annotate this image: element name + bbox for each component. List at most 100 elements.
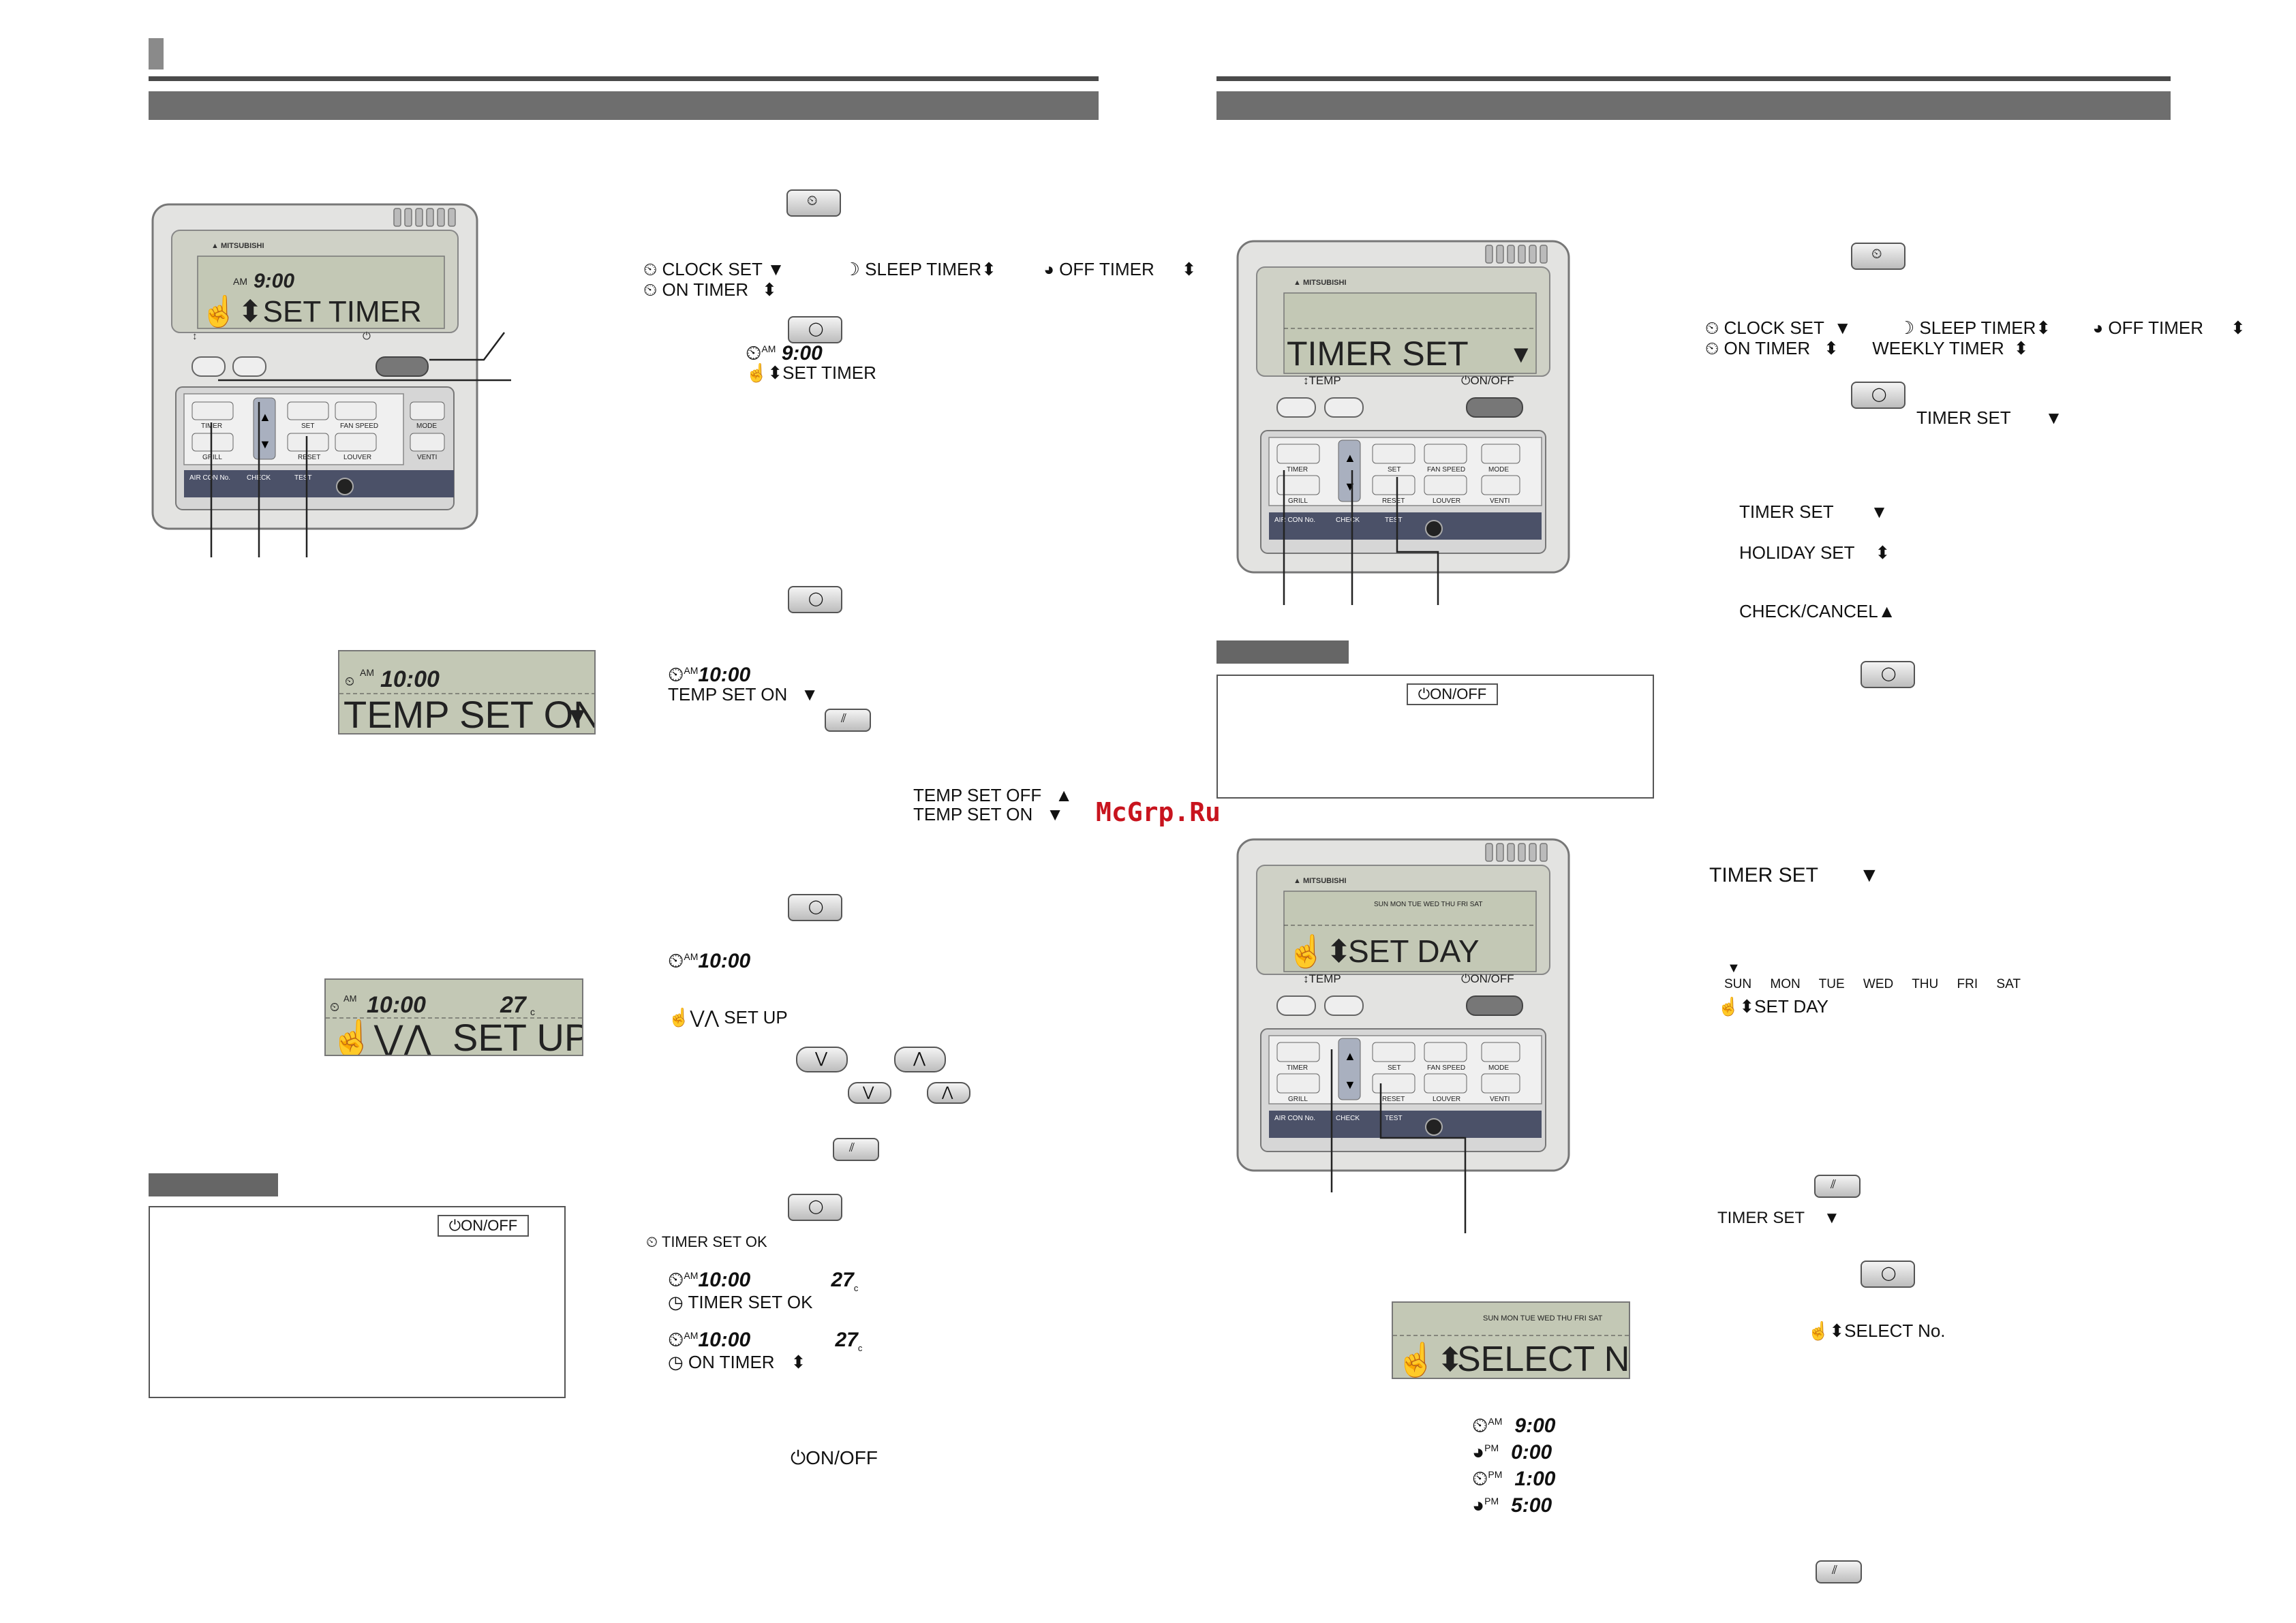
svg-text:LOUVER: LOUVER (343, 454, 371, 461)
svg-text:▲: ▲ (259, 410, 271, 424)
r-timer-set-3: TIMER SET▼ (1717, 1209, 1840, 1227)
r-list-check-cancel: CHECK/CANCEL▲ (1739, 601, 1896, 621)
reset-button-r6[interactable]: ⫽ (1816, 1560, 1862, 1583)
timer-button-step1[interactable]: ⏲ (786, 189, 841, 217)
set-timer-msg: ☝⬍SET TIMER (746, 362, 876, 383)
svg-text:LOUVER: LOUVER (1433, 497, 1460, 505)
temp-set-clock: ⏲AM10:00 (668, 664, 751, 686)
svg-text:MODE: MODE (416, 422, 437, 430)
r-list-holiday-set: HOLIDAY SET⬍ (1739, 542, 1891, 563)
set-button-r5[interactable]: ◯ (1861, 1261, 1915, 1288)
svg-text:⏻: ⏻ (363, 330, 371, 342)
svg-text:TIMER SET: TIMER SET (1287, 335, 1469, 373)
svg-text:TIMER: TIMER (1287, 466, 1308, 474)
svg-text:10:00: 10:00 (367, 992, 426, 1018)
reset-button-step5[interactable]: ⫽ (833, 1138, 879, 1161)
leader-lines-right-1 (1283, 470, 1439, 605)
result-b-msg: ◷ ON TIMER⬍ (668, 1352, 806, 1372)
lcd-select-no: SUN MON TUE WED THU FRI SAT ☝⬍ SELECT No… (1392, 1301, 1659, 1379)
temp-set-msg: TEMP SET ON▼ (668, 684, 819, 705)
svg-text:▼: ▼ (1344, 480, 1356, 493)
clock-line: ⏲AM10:00 (668, 950, 751, 972)
set-button-r2[interactable]: ◯ (1851, 382, 1905, 409)
svg-text:RESET: RESET (1382, 1096, 1405, 1103)
up-button-a[interactable]: ⋀ (894, 1047, 946, 1072)
remote-controller: ▲ MITSUBISHI AM 9:00 ☝⬍SET TIMER ↕ ⏻ ▲▼ … (151, 203, 478, 530)
svg-text:TEST: TEST (1385, 516, 1403, 524)
svg-text:CHECK: CHECK (1336, 1115, 1360, 1122)
set-up-line: ☝⋁⋀ SET UP (668, 1007, 788, 1027)
onoff-note-left: ⏻ON/OFF (438, 1215, 529, 1237)
svg-text:GRILL: GRILL (1288, 497, 1308, 505)
result-a-clock: ⏲AM10:00 27c (668, 1269, 859, 1293)
svg-text:c: c (530, 1006, 535, 1017)
svg-text:▼: ▼ (1509, 340, 1533, 368)
svg-text:MODE: MODE (1488, 1064, 1509, 1072)
header-rule-right (1216, 76, 2171, 81)
down-button-b[interactable]: ⋁ (848, 1082, 891, 1104)
svg-text:SET: SET (1388, 466, 1400, 474)
r-timer-set-2: TIMER SET▼ (1709, 864, 1880, 886)
set-button-step3[interactable]: ◯ (788, 586, 842, 613)
svg-text:AIR CON No.: AIR CON No. (1274, 1115, 1315, 1122)
svg-text:⏲: ⏲ (345, 675, 354, 688)
r-timer-set-1: TIMER SET▼ (1916, 407, 2063, 428)
svg-text:▼: ▼ (1344, 1078, 1356, 1092)
svg-text:10:00: 10:00 (380, 666, 440, 692)
svg-text:VENTI: VENTI (417, 454, 437, 461)
svg-text:AM: AM (360, 667, 374, 678)
timer-button-r1[interactable]: ⏲ (1851, 243, 1905, 270)
svg-text:VENTI: VENTI (1490, 1096, 1510, 1103)
svg-text:⏻ON/OFF: ⏻ON/OFF (1461, 374, 1514, 387)
menu-line-2: ⏲ ON TIMER⬍ (643, 279, 777, 300)
timer-set-ok-small: ⏲ TIMER SET OK (646, 1233, 767, 1250)
svg-text:⏻ON/OFF: ⏻ON/OFF (1461, 972, 1514, 985)
svg-text:▼: ▼ (564, 702, 590, 731)
svg-text:AIR CON No.: AIR CON No. (189, 474, 230, 482)
section-marker (149, 38, 164, 69)
r-menu-line-2: ⏲ ON TIMER⬍ WEEKLY TIMER⬍ (1705, 338, 2029, 358)
svg-text:RESET: RESET (298, 454, 320, 461)
set-button-step6[interactable]: ◯ (788, 1194, 842, 1221)
set-button-step2[interactable]: ◯ (788, 316, 842, 343)
note-box-left (149, 1206, 566, 1398)
header-band-right (1216, 91, 2171, 120)
r-days-row: SUN MON TUE WED THU FRI SAT (1724, 977, 2021, 991)
down-button-a[interactable]: ⋁ (796, 1047, 848, 1072)
reset-button-r4[interactable]: ⫽ (1814, 1175, 1861, 1198)
svg-text:☝⬍: ☝⬍ (1396, 1340, 1464, 1378)
svg-text:27: 27 (500, 992, 527, 1018)
r-list-timer-set: TIMER SET▼ (1739, 501, 1888, 522)
note-label-right (1216, 640, 1349, 664)
svg-text:SET: SET (301, 422, 314, 430)
onoff-step: ⏻ON/OFF (791, 1447, 878, 1468)
up-button-b[interactable]: ⋀ (927, 1082, 970, 1104)
svg-text:▲: ▲ (1344, 1049, 1356, 1063)
remote-controller-right-1: ▲ MITSUBISHI TIMER SET ▼ ↕TEMP ⏻ON/OFF ▲… (1236, 240, 1570, 574)
svg-text:VENTI: VENTI (1490, 497, 1510, 505)
reset-button-step3[interactable]: ⫽ (825, 709, 871, 732)
svg-text:FAN SPEED: FAN SPEED (340, 422, 378, 430)
svg-text:GRILL: GRILL (202, 454, 222, 461)
set-button-r3[interactable]: ◯ (1861, 661, 1915, 688)
lcd-set-up: ⏲ AM 10:00 27 c ☝⋁⋀ SET UP (324, 978, 590, 1060)
svg-text:AIR CON No.: AIR CON No. (1274, 516, 1315, 524)
r-select-no: ☝⬍SELECT No. (1807, 1320, 1946, 1341)
svg-text:AM: AM (343, 993, 357, 1004)
result-a-msg: ◷ TIMER SET OK (668, 1292, 813, 1312)
svg-text:LOUVER: LOUVER (1433, 1096, 1460, 1103)
svg-text:FAN SPEED: FAN SPEED (1427, 1064, 1465, 1072)
temp-option-off: TEMP SET OFF▲ (913, 785, 1073, 805)
r-days-arrow: ▼ (1727, 961, 1741, 976)
set-button-step4[interactable]: ◯ (788, 894, 842, 921)
watermark: McGrp.Ru (1096, 797, 1221, 827)
note-box-right (1216, 675, 1654, 799)
svg-text:TEST: TEST (294, 474, 312, 482)
svg-text:↕TEMP: ↕TEMP (1303, 374, 1341, 387)
svg-text:☝⬍: ☝⬍ (1287, 932, 1352, 970)
leader-lines-left (210, 332, 511, 557)
svg-text:SET UP: SET UP (453, 1016, 582, 1055)
